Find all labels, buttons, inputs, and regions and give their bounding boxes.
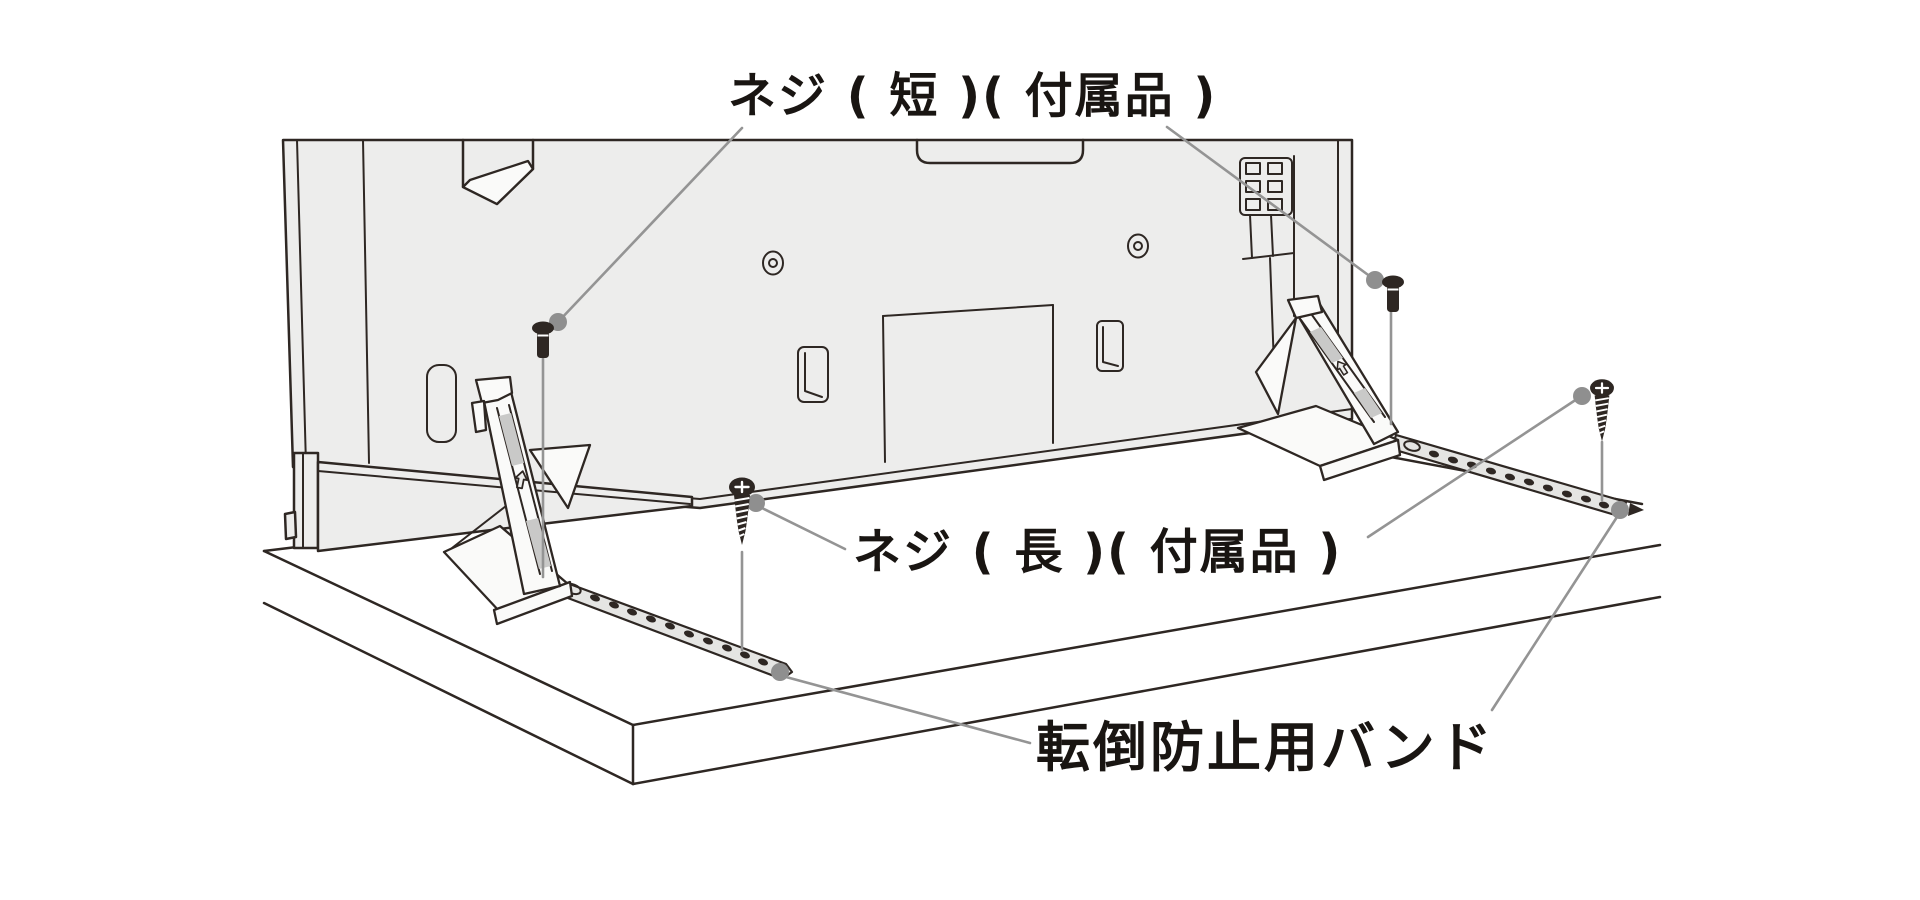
table-front-edge [631, 543, 1662, 727]
stand-right-wedge [1254, 316, 1298, 416]
table-left-bottom-edge [262, 601, 635, 786]
stand-right-bracket-head [1286, 294, 1324, 320]
vent-slot-left [797, 346, 829, 403]
leader-long-screw-right [1366, 397, 1579, 539]
dot-band-right-end [1611, 501, 1629, 519]
leader-short-screw-right [1165, 125, 1377, 282]
label-screw-long: ネジ ( 長 )( 付属品 ) [853, 524, 1342, 580]
leader-short-screw-left [556, 126, 744, 324]
short-screw-right-icon [1381, 274, 1405, 313]
handle-cutout-center [915, 138, 1085, 165]
dot-long-screw-left [747, 494, 765, 512]
recessed-panel-center [882, 304, 1054, 463]
anti-tip-stand-left [442, 375, 592, 626]
table-front-bottom-edge [631, 595, 1662, 786]
vesa-hole-right [1127, 233, 1149, 259]
tv-back-cover [281, 138, 1354, 510]
label-screw-short: ネジ ( 短 )( 付属品 ) [728, 68, 1217, 124]
band-right-holes [1428, 450, 1610, 509]
tv-base-left-cap [283, 451, 320, 550]
long-screw-left-icon [727, 476, 757, 547]
vesa-hole-left [762, 250, 784, 276]
connector-panel [1239, 155, 1295, 367]
anti-tip-band-left [550, 577, 794, 681]
stand-left-wedge [528, 443, 592, 510]
vent-slot-right [1096, 320, 1124, 372]
leader-band-left [784, 675, 1032, 745]
dot-short-screw-right [1366, 271, 1384, 289]
tv-back-panel [281, 138, 1354, 553]
band-left-holes [590, 594, 768, 666]
long-screw-right-icon [1588, 378, 1616, 443]
dot-band-left-end [771, 663, 789, 681]
dot-long-screw-right [1573, 387, 1591, 405]
table-left-edge [262, 549, 635, 727]
anti-tip-band-right [1390, 433, 1644, 519]
handle-cutout-left [461, 138, 535, 206]
label-band: 転倒防止用バンド [1036, 716, 1495, 779]
leader-long-screw-left [760, 506, 847, 551]
slot-cutout-left [426, 364, 457, 443]
leader-band-right [1490, 515, 1619, 712]
anti-tip-stand-right [1236, 294, 1402, 482]
leader-lines [541, 125, 1619, 745]
stand-left-bracket-head [474, 375, 514, 405]
